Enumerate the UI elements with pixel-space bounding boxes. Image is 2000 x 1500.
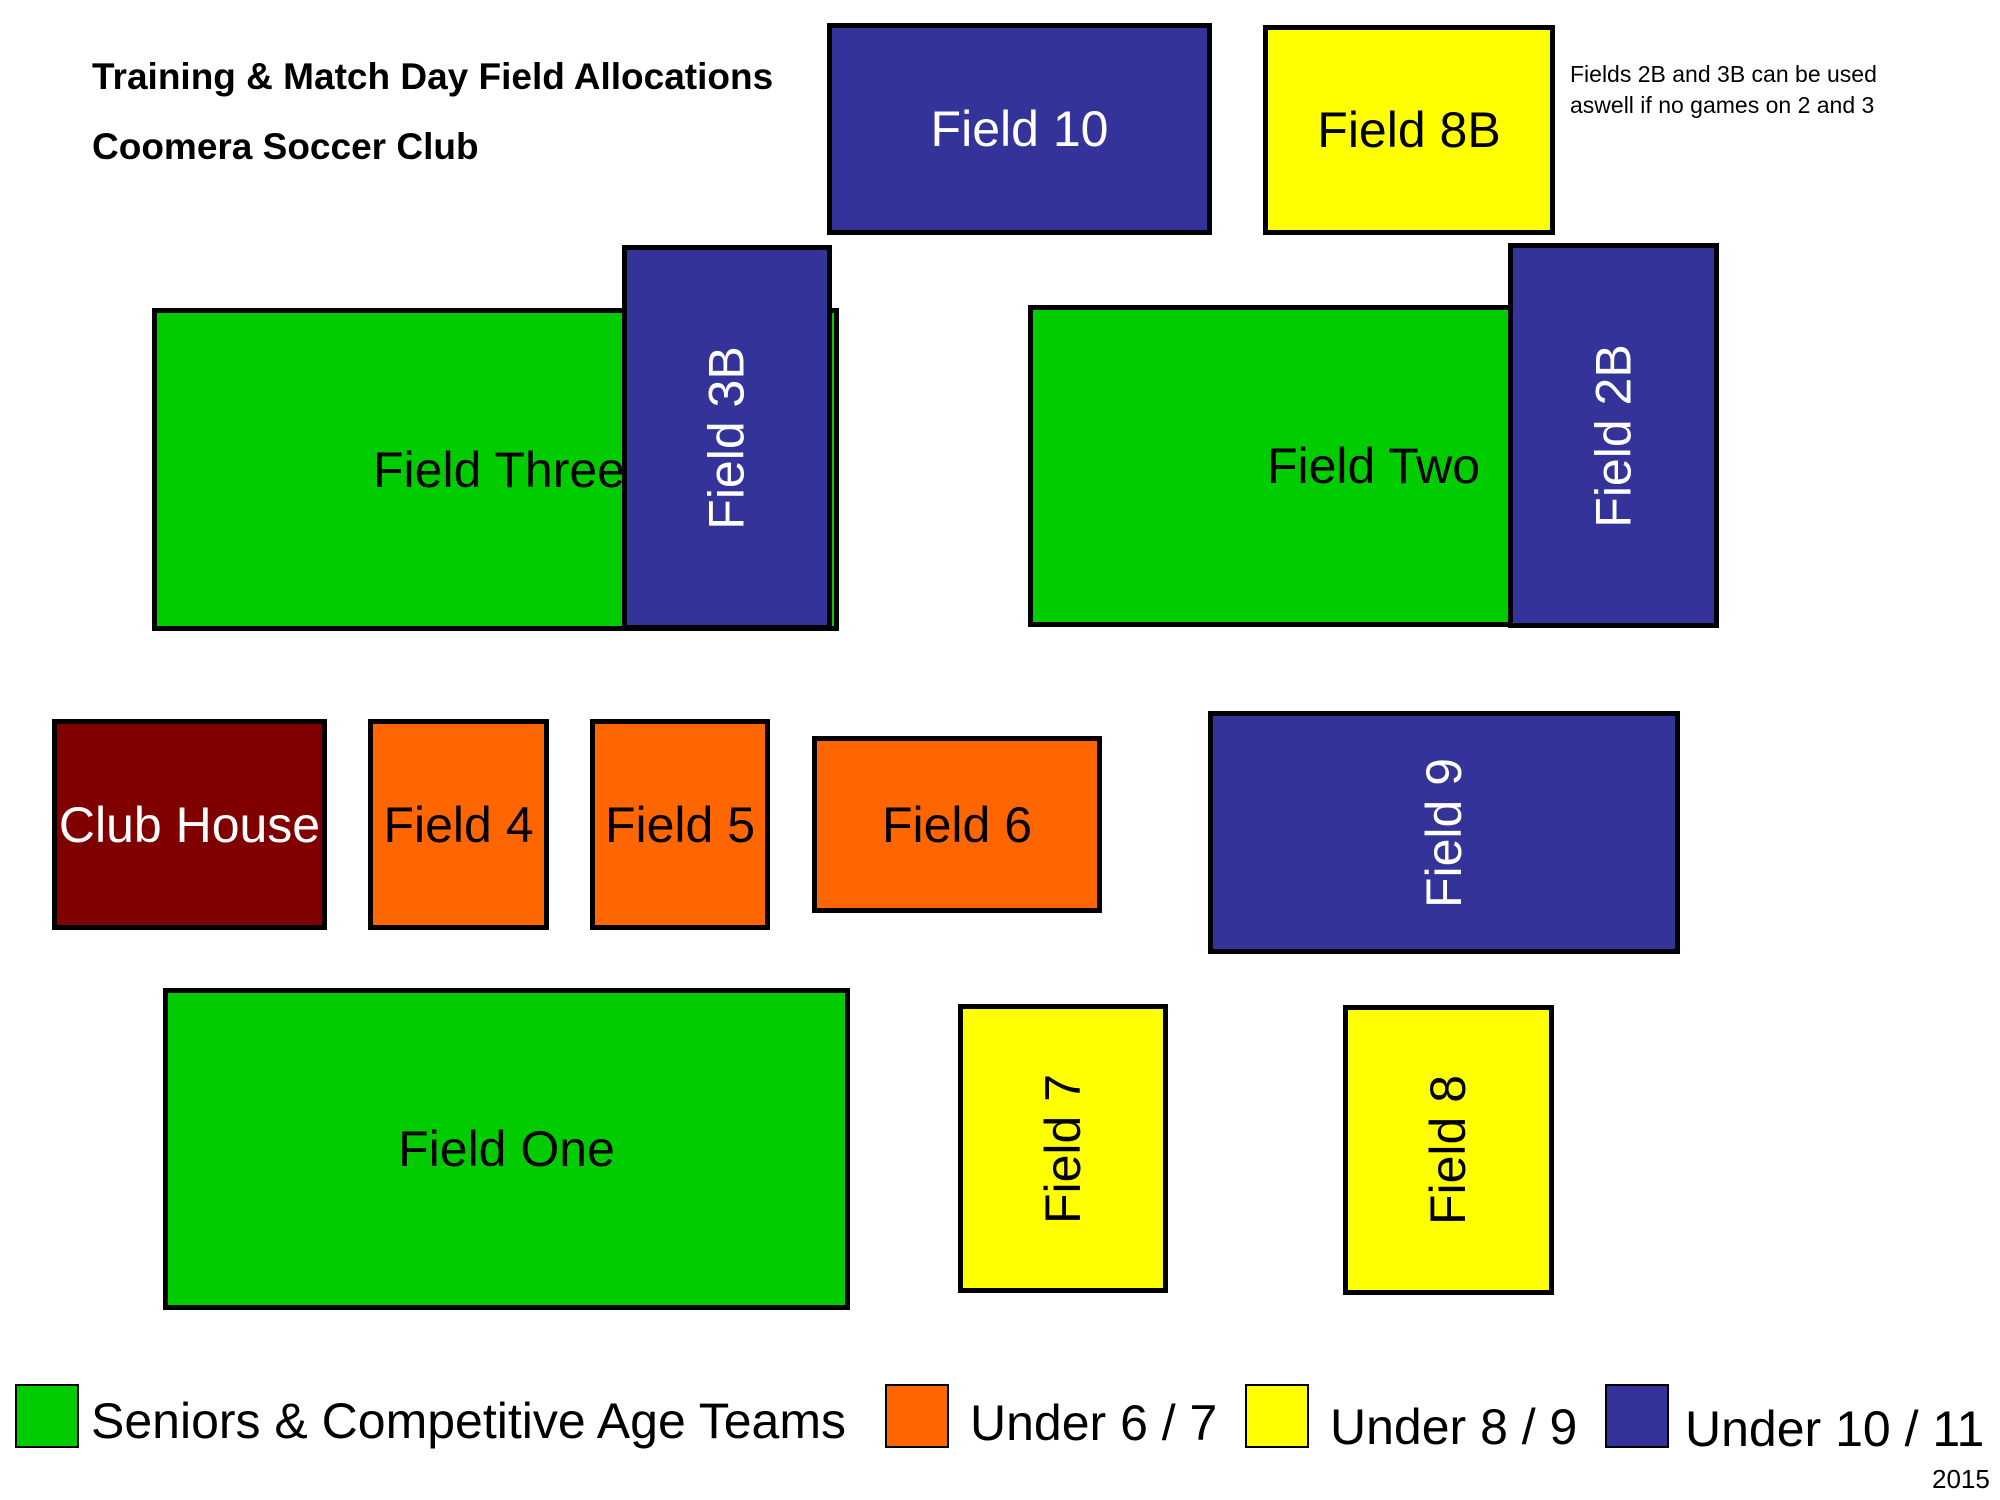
field-8b-label: Field 8B <box>1317 102 1501 158</box>
legend-swatch-u89 <box>1245 1384 1309 1448</box>
legend-swatch-seniors <box>15 1384 79 1448</box>
field-10[interactable]: Field 10 <box>827 23 1212 235</box>
fields-note: Fields 2B and 3B can be used aswell if n… <box>1570 59 1877 121</box>
club-house[interactable]: Club House <box>52 719 327 930</box>
field-6[interactable]: Field 6 <box>812 736 1102 913</box>
field-4[interactable]: Field 4 <box>368 719 549 930</box>
fields-note-line2: aswell if no games on 2 and 3 <box>1570 92 1875 118</box>
field-5[interactable]: Field 5 <box>590 719 770 930</box>
page-title: Training & Match Day Field Allocations <box>92 56 774 97</box>
legend-swatch-u1011 <box>1605 1384 1669 1448</box>
year-label: 2015 <box>1932 1464 1990 1494</box>
field-9-label: Field 9 <box>1415 757 1472 908</box>
fields-note-line1: Fields 2B and 3B can be used <box>1570 61 1877 87</box>
field-two[interactable]: Field Two <box>1028 305 1515 627</box>
field-8[interactable]: Field 8 <box>1343 1005 1554 1295</box>
field-7[interactable]: Field 7 <box>958 1004 1168 1293</box>
field-9[interactable]: Field 9 <box>1208 711 1680 954</box>
field-10-label: Field 10 <box>930 101 1109 157</box>
field-two-label: Field Two <box>1266 438 1480 494</box>
field-8b[interactable]: Field 8B <box>1263 25 1555 235</box>
legend-label-u67: Under 6 / 7 <box>970 1395 1218 1451</box>
field-6-label: Field 6 <box>881 796 1033 853</box>
legend-label-u1011: Under 10 / 11 <box>1685 1401 1985 1457</box>
field-three-label: Field Three <box>373 441 625 498</box>
field-3b-label: Field 3B <box>699 345 755 530</box>
field-8-label: Field 8 <box>1420 1074 1477 1226</box>
field-3b[interactable]: Field 3B <box>622 245 832 630</box>
legend-swatch-u67 <box>885 1384 949 1448</box>
field-2b-label: Field 2B <box>1585 343 1642 528</box>
field-7-label: Field 7 <box>1034 1073 1091 1224</box>
legend-label-u89: Under 8 / 9 <box>1330 1399 1578 1455</box>
field-one[interactable]: Field One <box>163 988 850 1310</box>
field-4-label: Field 4 <box>383 796 534 853</box>
field-5-label: Field 5 <box>604 796 756 853</box>
legend-label-seniors: Seniors & Competitive Age Teams <box>91 1393 847 1449</box>
club-name: Coomera Soccer Club <box>92 126 479 167</box>
club-house-label: Club House <box>58 796 321 853</box>
field-one-label: Field One <box>398 1121 615 1177</box>
field-2b[interactable]: Field 2B <box>1508 243 1719 628</box>
